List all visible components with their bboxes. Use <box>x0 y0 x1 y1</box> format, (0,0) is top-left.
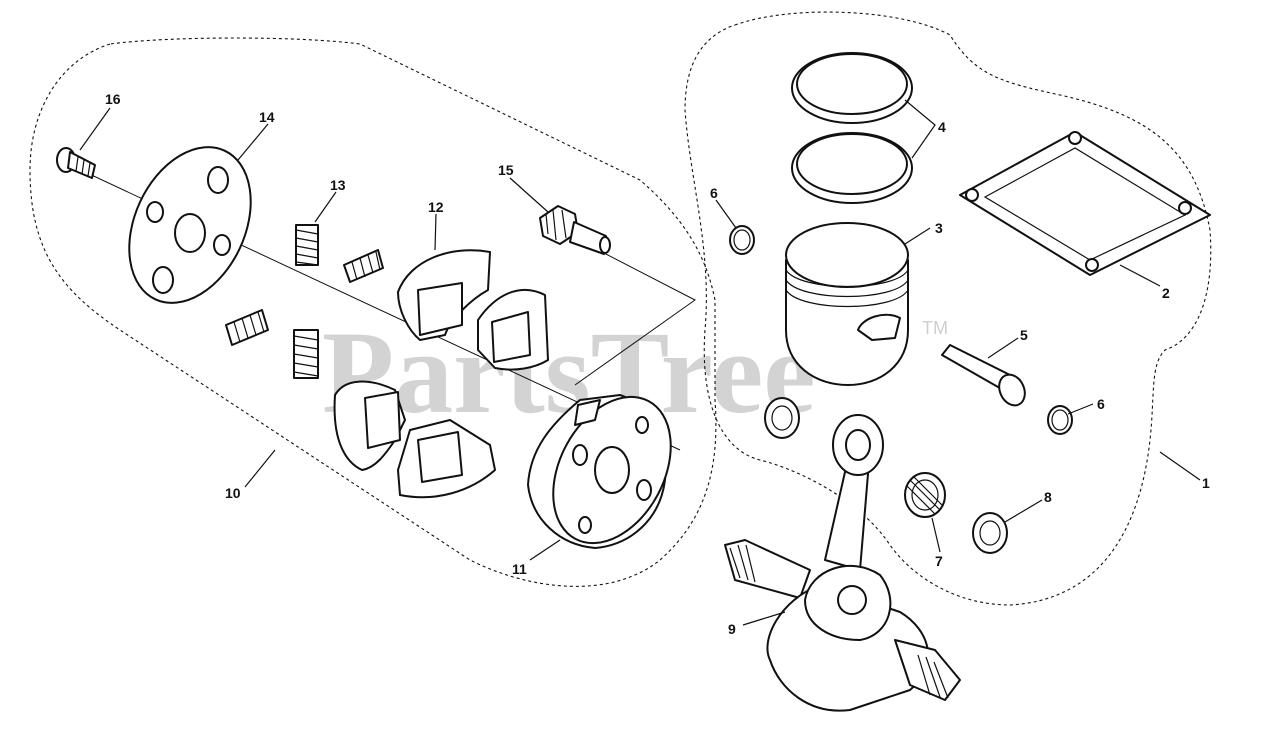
callout-14: 14 <box>259 109 275 125</box>
leader-13 <box>314 191 337 223</box>
clutch-shoe-12-c <box>333 380 406 471</box>
leader-4 <box>904 99 936 159</box>
piston-pin-5 <box>941 344 1026 407</box>
circlip-6-left <box>729 225 755 255</box>
circlip-6-right <box>1047 405 1073 435</box>
leader-12 <box>434 213 437 251</box>
callout-7: 7 <box>935 553 943 569</box>
trademark: TM <box>922 318 948 338</box>
leader-5 <box>987 337 1019 359</box>
leader-6-right <box>1067 403 1094 415</box>
leader-3 <box>904 227 931 245</box>
leader-8 <box>1004 499 1043 523</box>
spring-13-b <box>343 249 384 283</box>
leader-9 <box>742 611 786 626</box>
spring-13-d <box>293 329 319 379</box>
callout-16: 16 <box>105 91 121 107</box>
callout-11: 11 <box>512 561 527 577</box>
callout-15: 15 <box>498 162 514 178</box>
piston-ring-4-upper <box>791 52 913 124</box>
callout-8: 8 <box>1044 489 1052 505</box>
callout-10: 10 <box>225 485 241 501</box>
leader-11 <box>529 539 561 561</box>
bolt-15 <box>539 205 611 255</box>
seal-8 <box>972 512 1008 554</box>
clutch-shoe-12-a <box>397 249 491 341</box>
callout-9: 9 <box>728 621 736 637</box>
callout-5: 5 <box>1020 327 1028 343</box>
leader-6-left <box>715 199 737 229</box>
screw-16 <box>56 147 96 179</box>
callout-2: 2 <box>1162 285 1170 301</box>
leader-1 <box>1159 451 1201 481</box>
clutch-shoe-12-d <box>397 419 496 499</box>
spring-13-c <box>225 309 269 346</box>
spring-13-a <box>295 224 319 266</box>
leader-15 <box>509 177 549 213</box>
leader-10 <box>244 449 276 488</box>
piston-ring-4-lower <box>791 132 913 204</box>
crankshaft-9 <box>724 414 961 712</box>
leader-7 <box>931 517 941 553</box>
leader-14 <box>237 123 269 161</box>
callout-13: 13 <box>330 177 346 193</box>
callout-4: 4 <box>938 119 946 135</box>
seal-left <box>764 397 800 439</box>
leader-16 <box>79 107 111 151</box>
callout-3: 3 <box>935 220 943 236</box>
leader-2 <box>1119 264 1161 287</box>
callout-12: 12 <box>428 199 444 215</box>
needle-bearing-7 <box>904 472 946 518</box>
gasket-2 <box>959 131 1211 276</box>
callout-6-right: 6 <box>1097 396 1105 412</box>
callout-1: 1 <box>1202 475 1210 491</box>
clutch-hub-11 <box>527 394 672 549</box>
piston-3 <box>785 222 909 386</box>
clutch-shoe-12-b <box>477 288 549 371</box>
callout-6-left: 6 <box>710 185 718 201</box>
clutch-plate-14 <box>128 146 252 304</box>
